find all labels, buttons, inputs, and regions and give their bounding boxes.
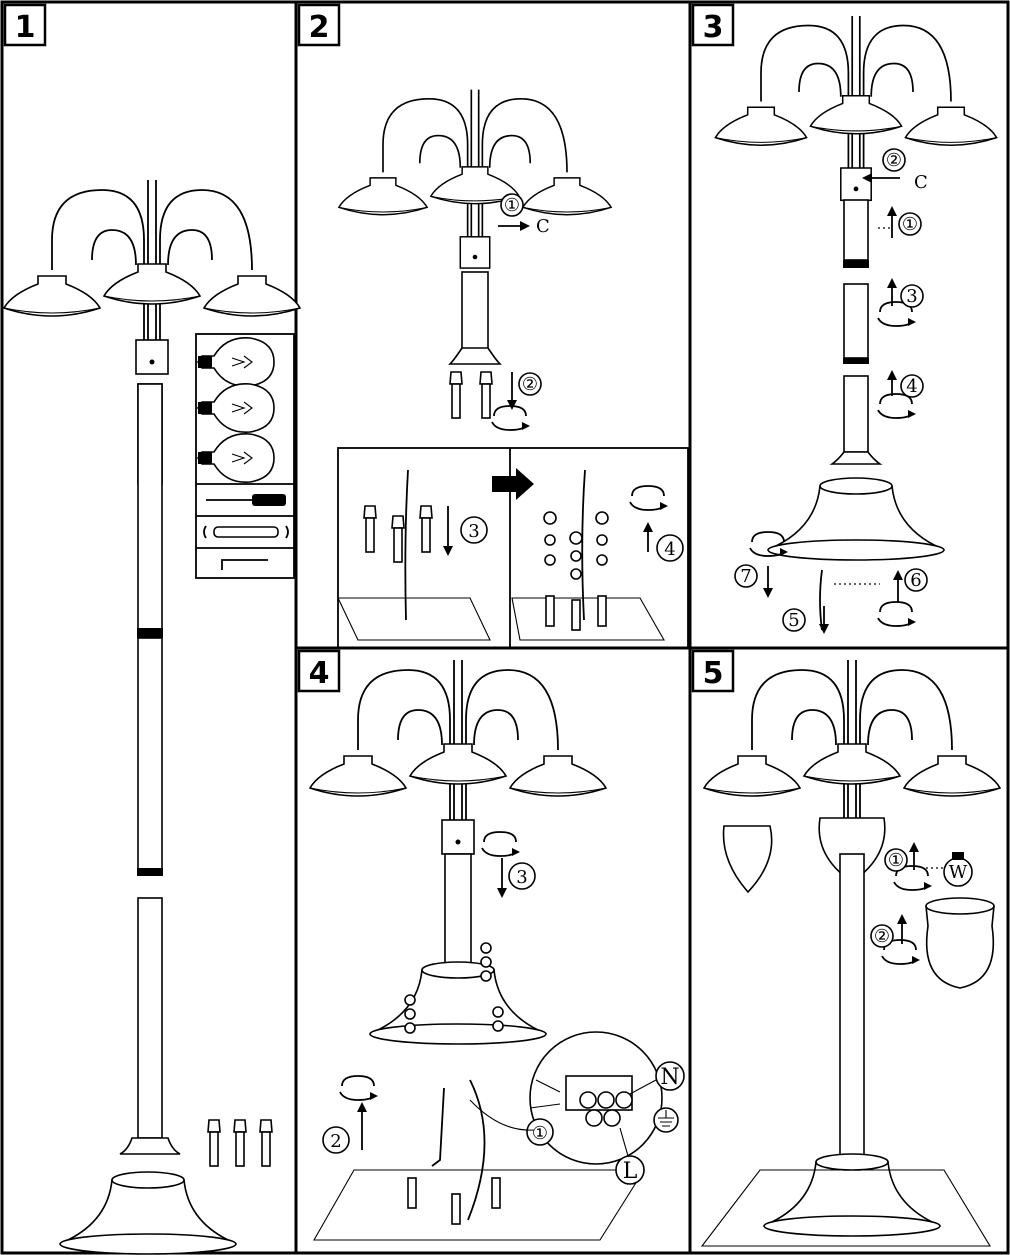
p4-step-1: ① <box>532 1123 548 1144</box>
earth-icon <box>653 1107 679 1133</box>
bulb-watt-label: W <box>949 862 968 883</box>
panel-2-illustration: C ① ② 3 <box>337 90 689 649</box>
p3-step-7: 7 <box>740 566 751 587</box>
base-illustration <box>59 1171 237 1255</box>
p5-bulb: W <box>943 852 973 887</box>
pole-foot <box>119 1137 181 1155</box>
p5-base <box>763 1153 941 1237</box>
p4-step-2: 2 <box>330 1131 341 1152</box>
panel-2-label: 2 <box>309 10 330 45</box>
pole-section-1-body <box>137 383 163 631</box>
p4-base <box>369 961 547 1045</box>
panel-4-number: 4 <box>297 649 341 693</box>
p3-step-4: 4 <box>906 376 917 397</box>
pole-section-1-thread <box>137 628 163 634</box>
p2-subpanel-frame <box>337 447 689 649</box>
pole-section-2-body <box>137 637 163 871</box>
p2-lamp-head <box>339 90 611 268</box>
allen-key-icon <box>221 559 268 570</box>
p2-pole-stub <box>461 271 489 353</box>
p4-ground <box>313 1169 645 1241</box>
bulb-icon <box>197 337 275 483</box>
p3-step-3: 3 <box>906 286 917 307</box>
panel-2-number: 2 <box>297 3 341 47</box>
live-label: L <box>623 1159 638 1184</box>
p2-subpanel-right: 4 <box>511 469 684 641</box>
p3-pole-low <box>843 375 869 453</box>
p5-step-1: ① <box>888 850 904 871</box>
p3-base <box>767 477 945 561</box>
panel-4-label: 4 <box>309 656 330 691</box>
panel-1-parts <box>4 180 300 1255</box>
p2-step-1: ① <box>504 195 520 216</box>
panel-3-illustration: C ② ① 3 4 7 5 <box>715 16 996 634</box>
p2-clip-icon: C <box>536 216 550 237</box>
screwdriver-icon <box>206 494 286 506</box>
p4-lamp-head <box>310 660 606 854</box>
p3-clip-icon: C <box>914 172 928 193</box>
p2-step-2: ② <box>522 374 538 395</box>
p2-step-3: 3 <box>468 521 479 542</box>
p5-ground <box>700 1169 991 1247</box>
panel-3-number: 3 <box>691 3 735 47</box>
p3-step-6: 6 <box>910 570 921 591</box>
pole-section-2-thread <box>137 868 163 876</box>
wiring-detail: ① N L <box>469 1031 685 1185</box>
p3-step-5: 5 <box>788 610 799 631</box>
p5-glass-left <box>722 825 773 894</box>
panel-5-label: 5 <box>703 656 724 691</box>
spanner-icon <box>203 525 289 539</box>
p5-pole <box>839 853 865 1185</box>
panel-1-label: 1 <box>15 10 36 45</box>
p2-next-arrow <box>492 468 534 500</box>
p3-pole-top <box>843 199 869 261</box>
panel-1-number: 1 <box>3 3 47 47</box>
p4-nuts <box>404 942 504 1034</box>
anchor-bolts <box>207 1119 273 1167</box>
p3-step-2: ② <box>886 150 902 171</box>
neutral-label: N <box>660 1065 679 1090</box>
panel-5-number: 5 <box>691 649 735 693</box>
panel-5-illustration: ① W ② <box>700 660 1000 1247</box>
p2-screws <box>449 371 493 419</box>
panel-4-illustration: 3 2 ① N L <box>310 660 685 1241</box>
accessory-box <box>195 333 295 579</box>
panel-3-label: 3 <box>703 10 724 45</box>
p3-lamp-head <box>715 16 996 200</box>
p5-step-2: ② <box>874 926 890 947</box>
p2-subpanel-left: 3 <box>337 469 491 641</box>
p3-pole-mid <box>843 283 869 359</box>
p4-step-3: 3 <box>516 867 527 888</box>
p2-step-4: 4 <box>664 539 675 560</box>
pole-section-3-body <box>137 897 163 1139</box>
p3-step-1: ① <box>902 214 918 235</box>
